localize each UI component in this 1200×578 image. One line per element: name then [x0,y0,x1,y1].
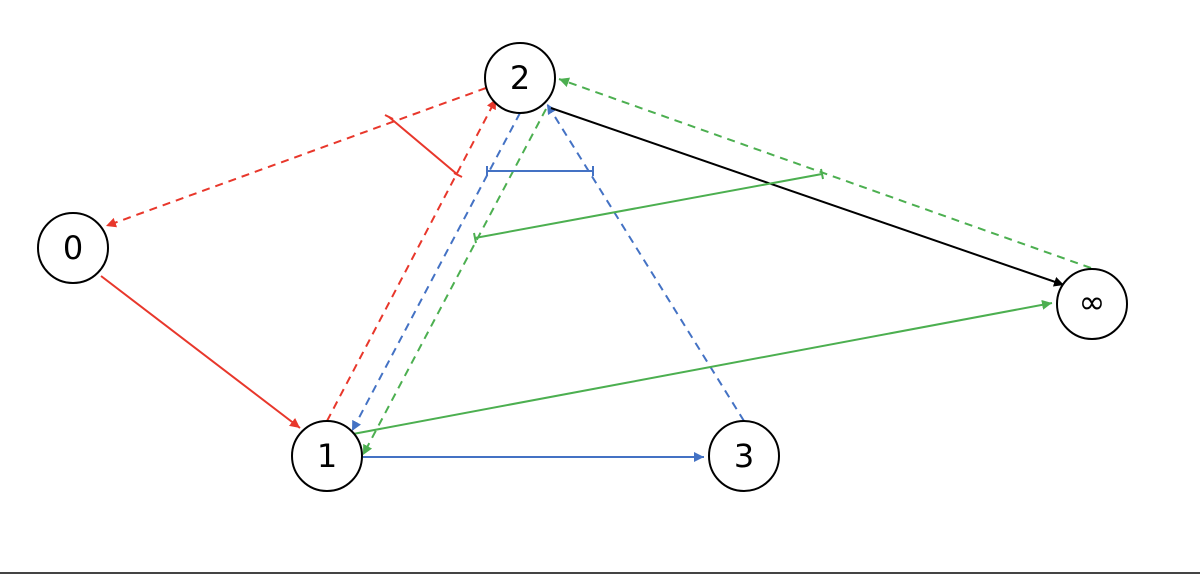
node-1: 1 [291,420,363,492]
node-3: 3 [708,420,780,492]
node-2-circle [484,42,556,114]
edge-2-to-0 [105,87,487,228]
node-infinity: ∞ [1056,268,1128,340]
node-0: 0 [37,212,109,284]
crossing-tick-green-start [473,232,477,244]
crossing-markers [384,114,824,244]
nodes: 0 1 2 3 ∞ [37,42,1128,492]
edge-0-to-1 [100,275,301,429]
node-infinity-circle [1056,268,1128,340]
edge-3-to-2 [546,103,745,422]
node-infinity-label: ∞ [1079,283,1106,321]
node-1-circle [291,420,363,492]
edges [100,77,1092,462]
edge-inf-to-2 [558,77,1092,269]
edge-2-to-1-blue [351,112,521,432]
edge-1-to-2-red [326,98,497,422]
edge-2-to-1-green [362,108,547,456]
crossing-marker-red [388,116,459,176]
edge-1-to-inf [352,299,1053,435]
edge-2-to-inf [550,107,1065,287]
crossing-tick-green-end [820,168,824,180]
node-2: 2 [484,42,556,114]
crossing-tick-red-start [384,114,394,120]
node-0-label: 0 [63,229,83,267]
crossing-marker-green [474,173,823,239]
node-0-circle [37,212,109,284]
bottom-divider [0,572,1200,574]
node-3-label: 3 [734,437,754,475]
node-3-circle [708,420,780,492]
node-1-label: 1 [317,437,337,475]
crossing-tick-red-end [453,172,463,178]
node-2-label: 2 [510,59,530,97]
